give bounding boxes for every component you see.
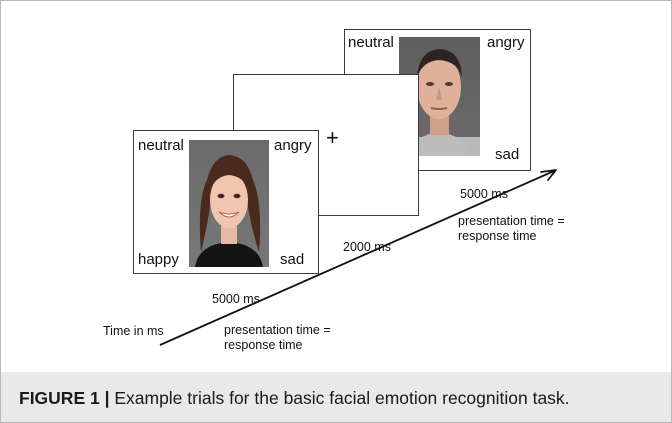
caption-label: FIGURE 1 |	[19, 388, 110, 408]
trial1-duration: 5000 ms	[212, 292, 260, 306]
trial1-label-neutral: neutral	[138, 137, 184, 154]
trial2-label-sad: sad	[495, 146, 520, 163]
figure-caption: FIGURE 1 | Example trials for the basic …	[19, 388, 570, 409]
caption-text: Example trials for the basic facial emot…	[109, 388, 570, 408]
trial2-duration: 5000 ms	[460, 187, 508, 201]
trial2-label-neutral: neutral	[348, 34, 394, 51]
trial2-note-line1: presentation time =	[458, 214, 565, 228]
face-photo-girl	[189, 140, 269, 267]
fixation-cross: +	[326, 125, 339, 150]
face-photo-man	[399, 37, 480, 156]
trial1-label-angry: angry	[274, 137, 312, 154]
caption-band	[1, 372, 671, 422]
trial2-note-line2: response time	[458, 229, 537, 243]
trial2-label-angry: angry	[487, 34, 525, 51]
trial1-card: neutral angry happy sad	[133, 130, 319, 274]
trial1-note-line2: response time	[224, 338, 303, 352]
fixation-duration: 2000 ms	[343, 240, 391, 254]
trial1-label-sad: sad	[280, 251, 305, 268]
time-axis-label: Time in ms	[103, 324, 164, 338]
trial1-note-line1: presentation time =	[224, 323, 331, 337]
trial1-label-happy: happy	[138, 251, 179, 268]
